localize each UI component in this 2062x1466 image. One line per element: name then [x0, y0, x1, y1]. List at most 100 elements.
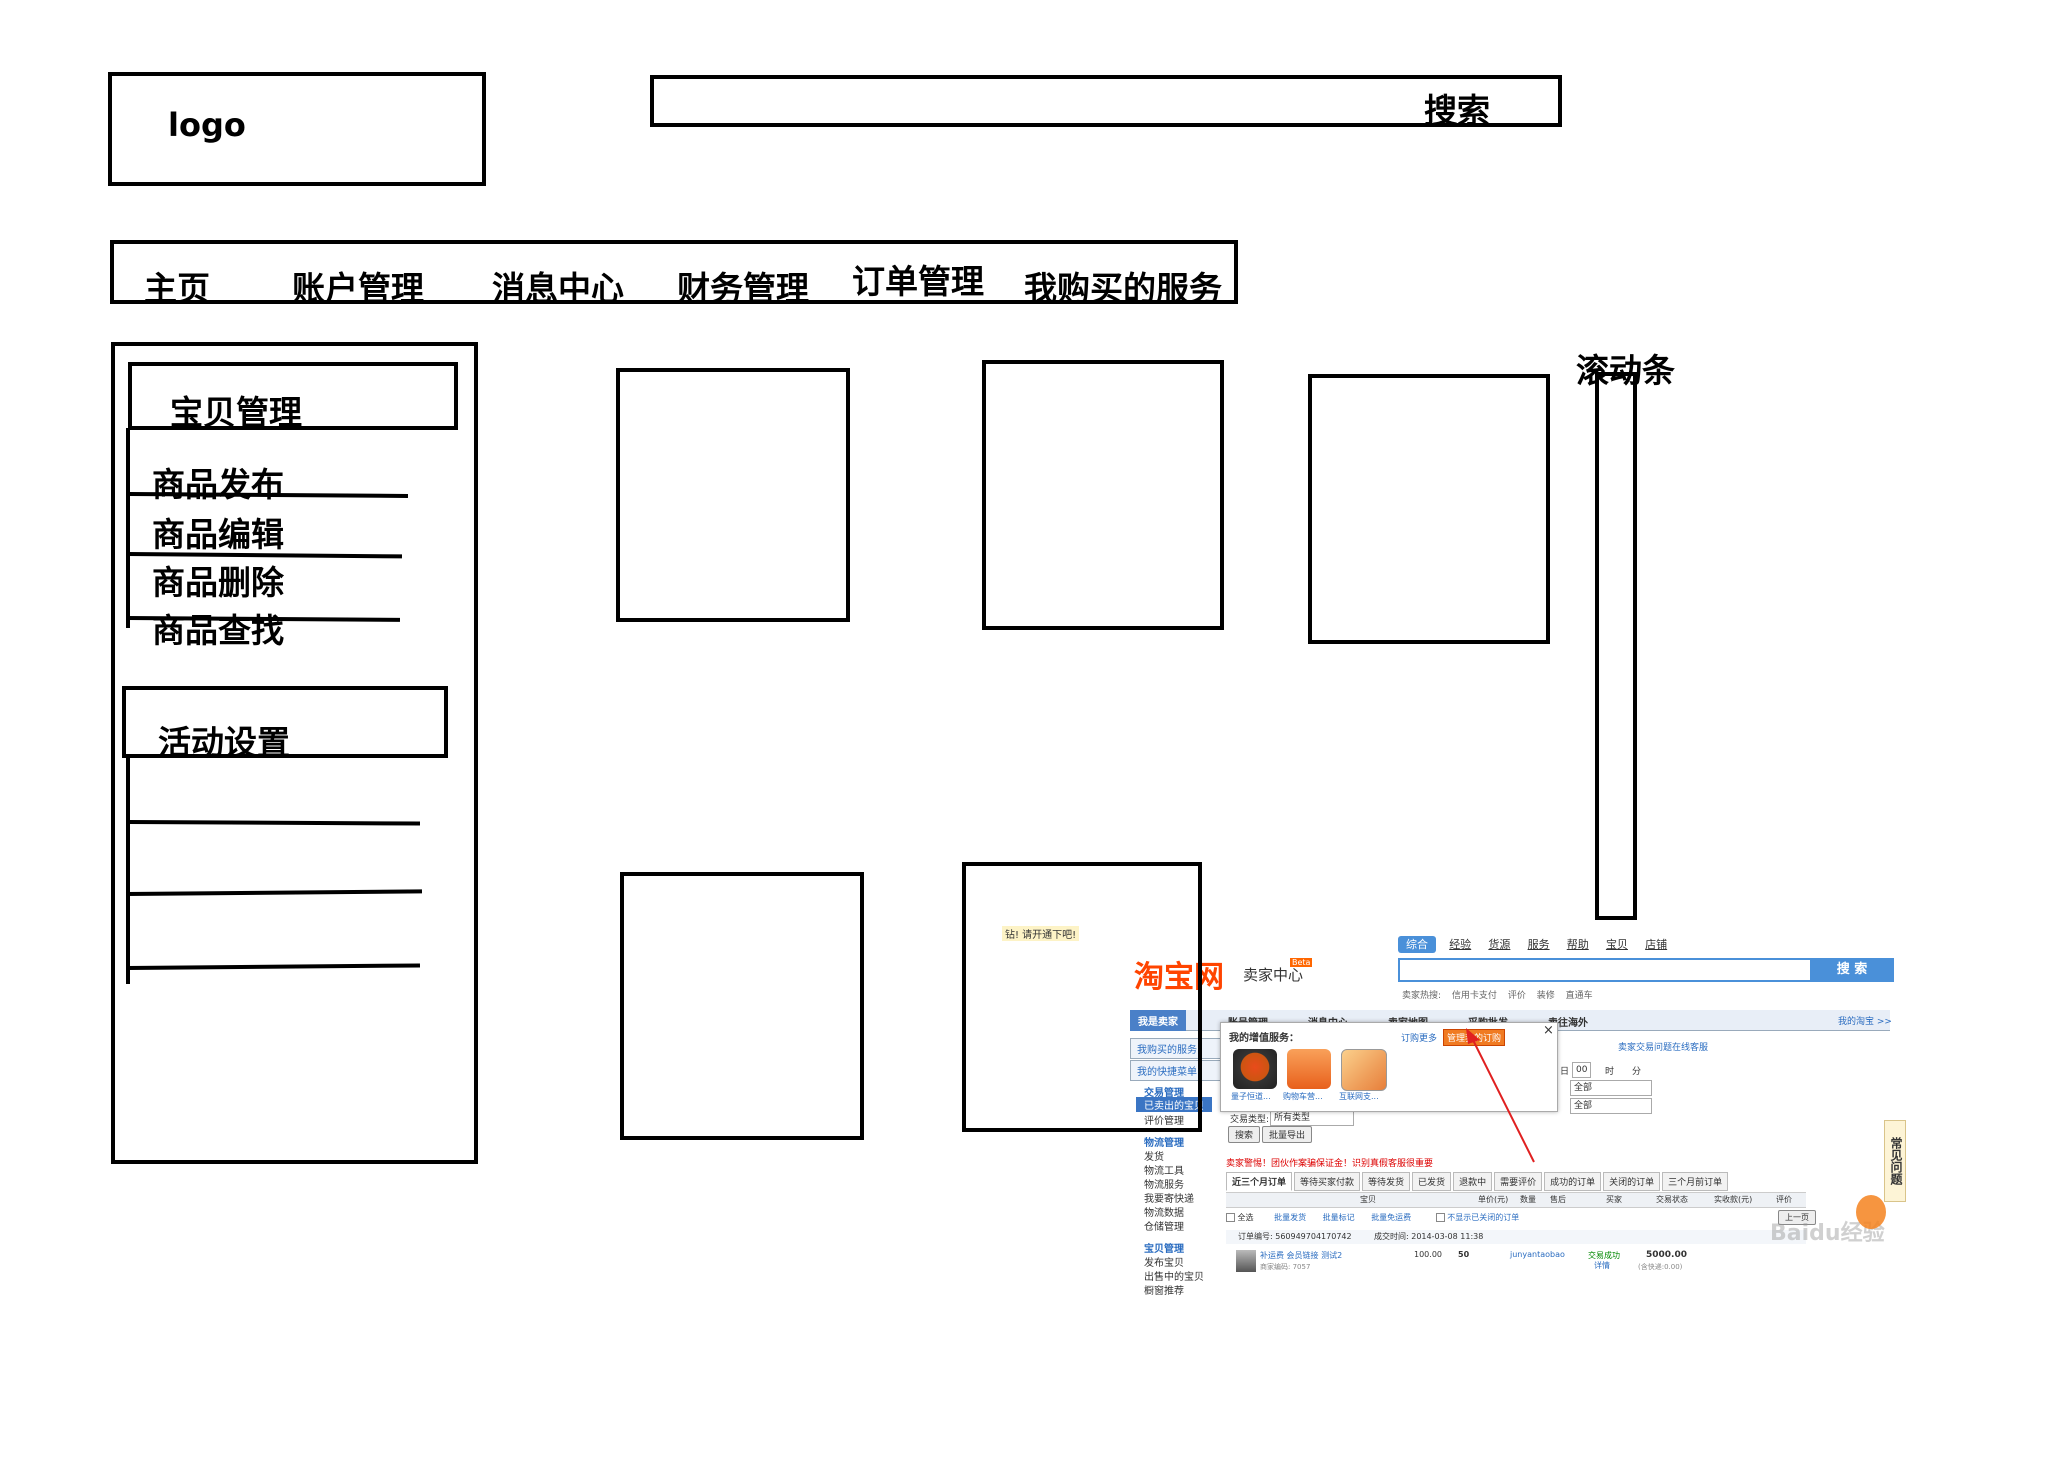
hour-select[interactable]: 00	[1572, 1062, 1592, 1078]
side-item[interactable]: 出售中的宝贝	[1144, 1272, 1204, 1283]
fraud-warning[interactable]: 卖家警惕！团伙作案骗保证金！识别真假客服很重要	[1226, 1159, 1434, 1169]
bulk-action[interactable]: 批量免运费	[1371, 1213, 1412, 1222]
service-label[interactable]: 量子恒道...	[1231, 1092, 1271, 1101]
cart-marketing-icon[interactable]	[1287, 1049, 1331, 1089]
nav-services[interactable]: 我购买的服务	[1024, 269, 1222, 308]
search-button[interactable]: 搜 索	[1810, 958, 1894, 982]
order-tab[interactable]: 三个月前订单	[1662, 1172, 1729, 1191]
hot-term[interactable]: 直通车	[1565, 991, 1593, 1001]
side-item[interactable]: 发布宝贝	[1144, 1258, 1184, 1269]
side-item[interactable]: 仓储管理	[1144, 1222, 1184, 1233]
close-icon[interactable]: ×	[1543, 1023, 1554, 1038]
scrollbar[interactable]	[1595, 372, 1637, 920]
select-all-label[interactable]: 全选	[1237, 1213, 1254, 1222]
bulk-action[interactable]: 批量标记	[1322, 1213, 1355, 1222]
trade-type-select[interactable]: 所有类型	[1270, 1110, 1354, 1126]
overlay-note: 钻! 请开通下吧!	[1002, 926, 1080, 941]
nav-account[interactable]: 账户管理	[292, 269, 424, 308]
search-tab[interactable]: 服务	[1527, 938, 1550, 951]
trade-type-label: 交易类型:	[1230, 1115, 1270, 1125]
quantum-service-icon[interactable]	[1233, 1049, 1277, 1089]
hide-closed-checkbox[interactable]	[1435, 1213, 1445, 1222]
col-header: 单价(元)	[1478, 1195, 1509, 1204]
seller-nav-item[interactable]: 卖往海外	[1548, 1018, 1588, 1029]
side-group-title[interactable]: 宝贝管理	[1144, 1244, 1184, 1255]
sidebar-section-goods[interactable]: 宝贝管理	[128, 362, 458, 432]
order-tab[interactable]: 近三个月订单	[1226, 1172, 1293, 1191]
date-day-label: 日	[1560, 1067, 1570, 1077]
filter-select[interactable]: 全部	[1570, 1080, 1652, 1096]
side-item[interactable]: 我要寄快递	[1144, 1194, 1194, 1205]
prev-page-button[interactable]: 上一页	[1778, 1210, 1816, 1225]
sidebar-section-goods-line	[126, 428, 130, 628]
order-tab[interactable]: 成功的订单	[1544, 1172, 1602, 1191]
side-item[interactable]: 已卖出的宝贝	[1136, 1097, 1212, 1112]
buyer-name[interactable]: junyantaobao	[1510, 1250, 1565, 1259]
order-tab[interactable]: 需要评价	[1494, 1172, 1543, 1191]
side-item[interactable]: 评价管理	[1144, 1116, 1184, 1127]
date-min-label: 分	[1632, 1067, 1642, 1077]
service-label[interactable]: 购物车营...	[1283, 1092, 1323, 1101]
sidebar-item-search[interactable]: 商品查找	[152, 611, 284, 650]
order-tab[interactable]: 已发货	[1412, 1172, 1452, 1191]
nav-home[interactable]: 主页	[144, 269, 210, 308]
hide-closed-label[interactable]: 不显示已关闭的订单	[1447, 1213, 1520, 1222]
filter-select[interactable]: 全部	[1570, 1098, 1652, 1114]
order-tab[interactable]: 等待发货	[1362, 1172, 1411, 1191]
col-header: 数量	[1520, 1195, 1536, 1204]
sidebar-item-delete[interactable]: 商品删除	[152, 563, 284, 602]
content-box[interactable]	[982, 360, 1224, 630]
order-tab[interactable]: 关闭的订单	[1603, 1172, 1661, 1191]
internet-pay-icon[interactable]	[1341, 1049, 1387, 1091]
sidebar-item-edit[interactable]: 商品编辑	[152, 515, 284, 554]
nav-orders[interactable]: 订单管理	[852, 262, 984, 301]
search-tab[interactable]: 经验	[1449, 938, 1472, 951]
main-nav: 主页 账户管理 消息中心 财务管理 订单管理 我购买的服务	[110, 240, 1238, 308]
search-bar[interactable]: 搜索	[650, 75, 1562, 130]
side-group-title[interactable]: 交易管理	[1144, 1088, 1184, 1099]
order-table-header	[1226, 1192, 1806, 1208]
content-box-overlay[interactable]: 钻! 请开通下吧!	[962, 862, 1202, 1132]
order-tab[interactable]: 等待买家付款	[1294, 1172, 1361, 1191]
select-all-checkbox[interactable]	[1226, 1213, 1235, 1222]
seller-nav-item[interactable]: 我是卖家	[1130, 1010, 1186, 1031]
side-item[interactable]: 橱窗推荐	[1144, 1286, 1184, 1297]
sidebar-section-activity[interactable]: 活动设置	[122, 686, 448, 762]
side-item[interactable]: 物流数据	[1144, 1208, 1184, 1219]
order-more-link[interactable]: 订购更多	[1401, 1034, 1438, 1044]
faq-tab[interactable]: 常见问题	[1884, 1120, 1906, 1202]
nav-messages[interactable]: 消息中心	[492, 269, 624, 308]
side-item[interactable]: 物流工具	[1144, 1166, 1184, 1177]
item-thumbnail[interactable]	[1236, 1250, 1256, 1272]
nav-finance[interactable]: 财务管理	[677, 269, 809, 308]
scrollbar-label: 滚动条	[1576, 351, 1675, 390]
bulk-export-button[interactable]: 批量导出	[1262, 1126, 1313, 1143]
sidebar-item-publish[interactable]: 商品发布	[152, 465, 284, 504]
order-detail-link[interactable]: 详情	[1594, 1261, 1610, 1270]
content-box[interactable]	[616, 368, 850, 622]
service-label[interactable]: 互联网支...	[1339, 1092, 1379, 1101]
item-title[interactable]: 补运费 会员链接 测试2	[1260, 1251, 1343, 1260]
hot-term[interactable]: 评价	[1507, 991, 1526, 1001]
help-link[interactable]: 卖家交易问题在线客服	[1618, 1043, 1709, 1053]
order-shipping: (含快递:0.00)	[1638, 1263, 1683, 1271]
bulk-action[interactable]: 批量发货	[1274, 1213, 1307, 1222]
search-tab[interactable]: 货源	[1488, 938, 1511, 951]
search-label[interactable]: 搜索	[1424, 91, 1490, 130]
order-tab[interactable]: 退款中	[1453, 1172, 1493, 1191]
side-group-title[interactable]: 物流管理	[1144, 1138, 1184, 1149]
search-tab[interactable]: 宝贝	[1605, 938, 1628, 951]
order-search-button[interactable]: 搜索	[1228, 1126, 1261, 1143]
side-item[interactable]: 发货	[1144, 1152, 1164, 1163]
hot-term[interactable]: 信用卡支付	[1451, 991, 1497, 1001]
side-item[interactable]: 物流服务	[1144, 1180, 1184, 1191]
hot-term[interactable]: 装修	[1536, 991, 1555, 1001]
search-tab[interactable]: 综合	[1398, 936, 1436, 953]
search-input[interactable]	[1398, 958, 1812, 982]
content-box[interactable]	[620, 872, 864, 1140]
order-meta-row	[1226, 1230, 1806, 1244]
my-taobao-link[interactable]: 我的淘宝 >>	[1838, 1017, 1892, 1027]
content-box[interactable]	[1308, 374, 1550, 644]
search-tab[interactable]: 店铺	[1645, 938, 1668, 951]
search-tab[interactable]: 帮助	[1566, 938, 1589, 951]
